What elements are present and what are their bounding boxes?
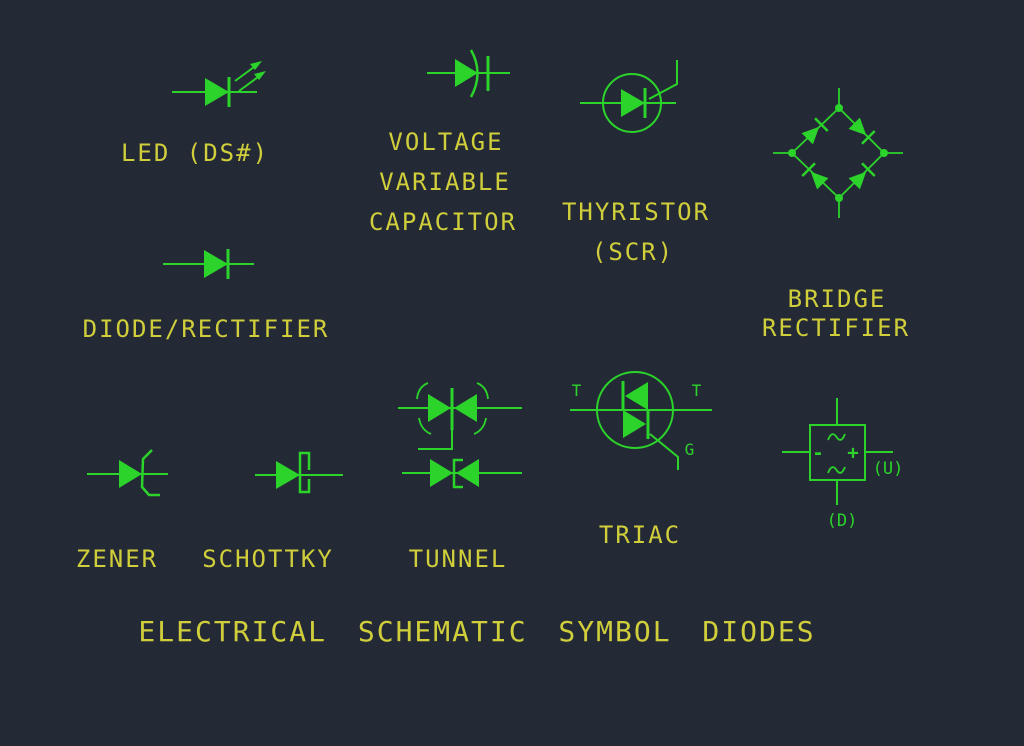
bridge-node-right — [880, 149, 888, 157]
schottky-symbol — [255, 451, 343, 494]
vvc-anode-triangle — [455, 59, 478, 87]
bridge-block-down-label: (D) — [827, 511, 858, 531]
schottky-cathode-bar — [298, 451, 311, 494]
bridge-diode-top-left — [801, 117, 829, 145]
bridge-block-ac-wave-top — [827, 433, 846, 441]
triac-lower-triangle — [623, 410, 646, 438]
led-emission-arrowhead-2 — [254, 71, 266, 80]
bridge-block-symbol: - + — [782, 398, 893, 505]
thyristor-label-line2: (SCR) — [592, 238, 674, 266]
tunnel-bracket-cathode — [452, 458, 463, 489]
schottky-anode-triangle — [276, 461, 300, 489]
bridge-diode-top-right — [848, 117, 876, 145]
bridge-node-top — [835, 104, 843, 112]
triac-terminal-left-label: T — [572, 381, 583, 400]
tunnel-arc-upper-left — [416, 382, 429, 400]
tunnel-bidirectional-symbol — [398, 382, 522, 450]
bridge-diamond-edges — [790, 106, 886, 200]
tunnel-top-right-triangle — [454, 394, 477, 422]
bridge-block-up-label: (U) — [873, 459, 904, 479]
thyristor-gate-lead — [648, 60, 678, 100]
led-label: LED (DS#) — [121, 139, 269, 167]
zener-cathode-bar — [140, 449, 160, 497]
tunnel-arc-lower-left — [418, 417, 432, 435]
vvc-label-line3: CAPACITOR — [369, 208, 517, 236]
triac-gate-lead — [649, 433, 679, 470]
tunnel-top-left-triangle — [428, 394, 451, 422]
bridge-diode-bottom-left — [801, 162, 829, 190]
tunnel-label: TUNNEL — [409, 545, 508, 573]
triac-terminal-right-label: T — [692, 381, 703, 400]
diode-rectifier-label: DIODE/RECTIFIER — [83, 315, 330, 343]
led-emission-arrowhead-1 — [250, 61, 262, 70]
voltage-variable-capacitor-symbol — [427, 49, 510, 98]
zener-symbol — [87, 449, 168, 497]
bridge-node-left — [788, 149, 796, 157]
tunnel-arc-lower-right — [473, 417, 487, 435]
diode-rectifier-symbol — [163, 249, 254, 279]
bridge-rectifier-symbol — [773, 88, 903, 218]
bridge-label-line1: BRIDGE — [788, 285, 887, 313]
triac-gate-label: G — [685, 440, 696, 459]
led-anode-triangle — [205, 78, 229, 106]
bridge-diode-bottom-right — [848, 162, 876, 190]
tunnel-top-gate-lead — [418, 430, 453, 450]
thyristor-label-line1: THYRISTOR — [562, 198, 710, 226]
triac-upper-triangle — [625, 382, 648, 410]
thyristor-anode-triangle — [621, 89, 645, 117]
tunnel-left-triangle — [430, 459, 453, 487]
vvc-label-line2: VARIABLE — [379, 168, 511, 196]
thyristor-symbol — [580, 60, 678, 133]
triac-symbol — [570, 371, 712, 470]
bridge-node-bottom — [835, 194, 843, 202]
schottky-label: SCHOTTKY — [202, 545, 334, 573]
bridge-block-minus-sign: - — [812, 442, 823, 464]
vvc-label-line1: VOLTAGE — [388, 128, 503, 156]
bridge-block-ac-wave-bottom — [827, 466, 846, 474]
bridge-label-line2: RECTIFIER — [762, 314, 910, 342]
triac-label: TRIAC — [599, 521, 681, 549]
led-symbol — [172, 61, 266, 107]
led-emission-arrow-2 — [238, 76, 259, 92]
drawing-title: ELECTRICAL SCHEMATIC SYMBOL DIODES — [138, 615, 815, 648]
vvc-curved-cathode — [469, 49, 479, 98]
zener-label: ZENER — [76, 545, 158, 573]
zener-anode-triangle — [119, 460, 142, 488]
bridge-block-plus-sign: + — [847, 442, 858, 464]
tunnel-right-triangle — [456, 459, 479, 487]
led-emission-arrow-1 — [234, 66, 255, 82]
tunnel-arc-upper-right — [476, 382, 489, 400]
diode-anode-triangle — [204, 250, 228, 278]
tunnel-diode-symbol — [402, 458, 522, 489]
